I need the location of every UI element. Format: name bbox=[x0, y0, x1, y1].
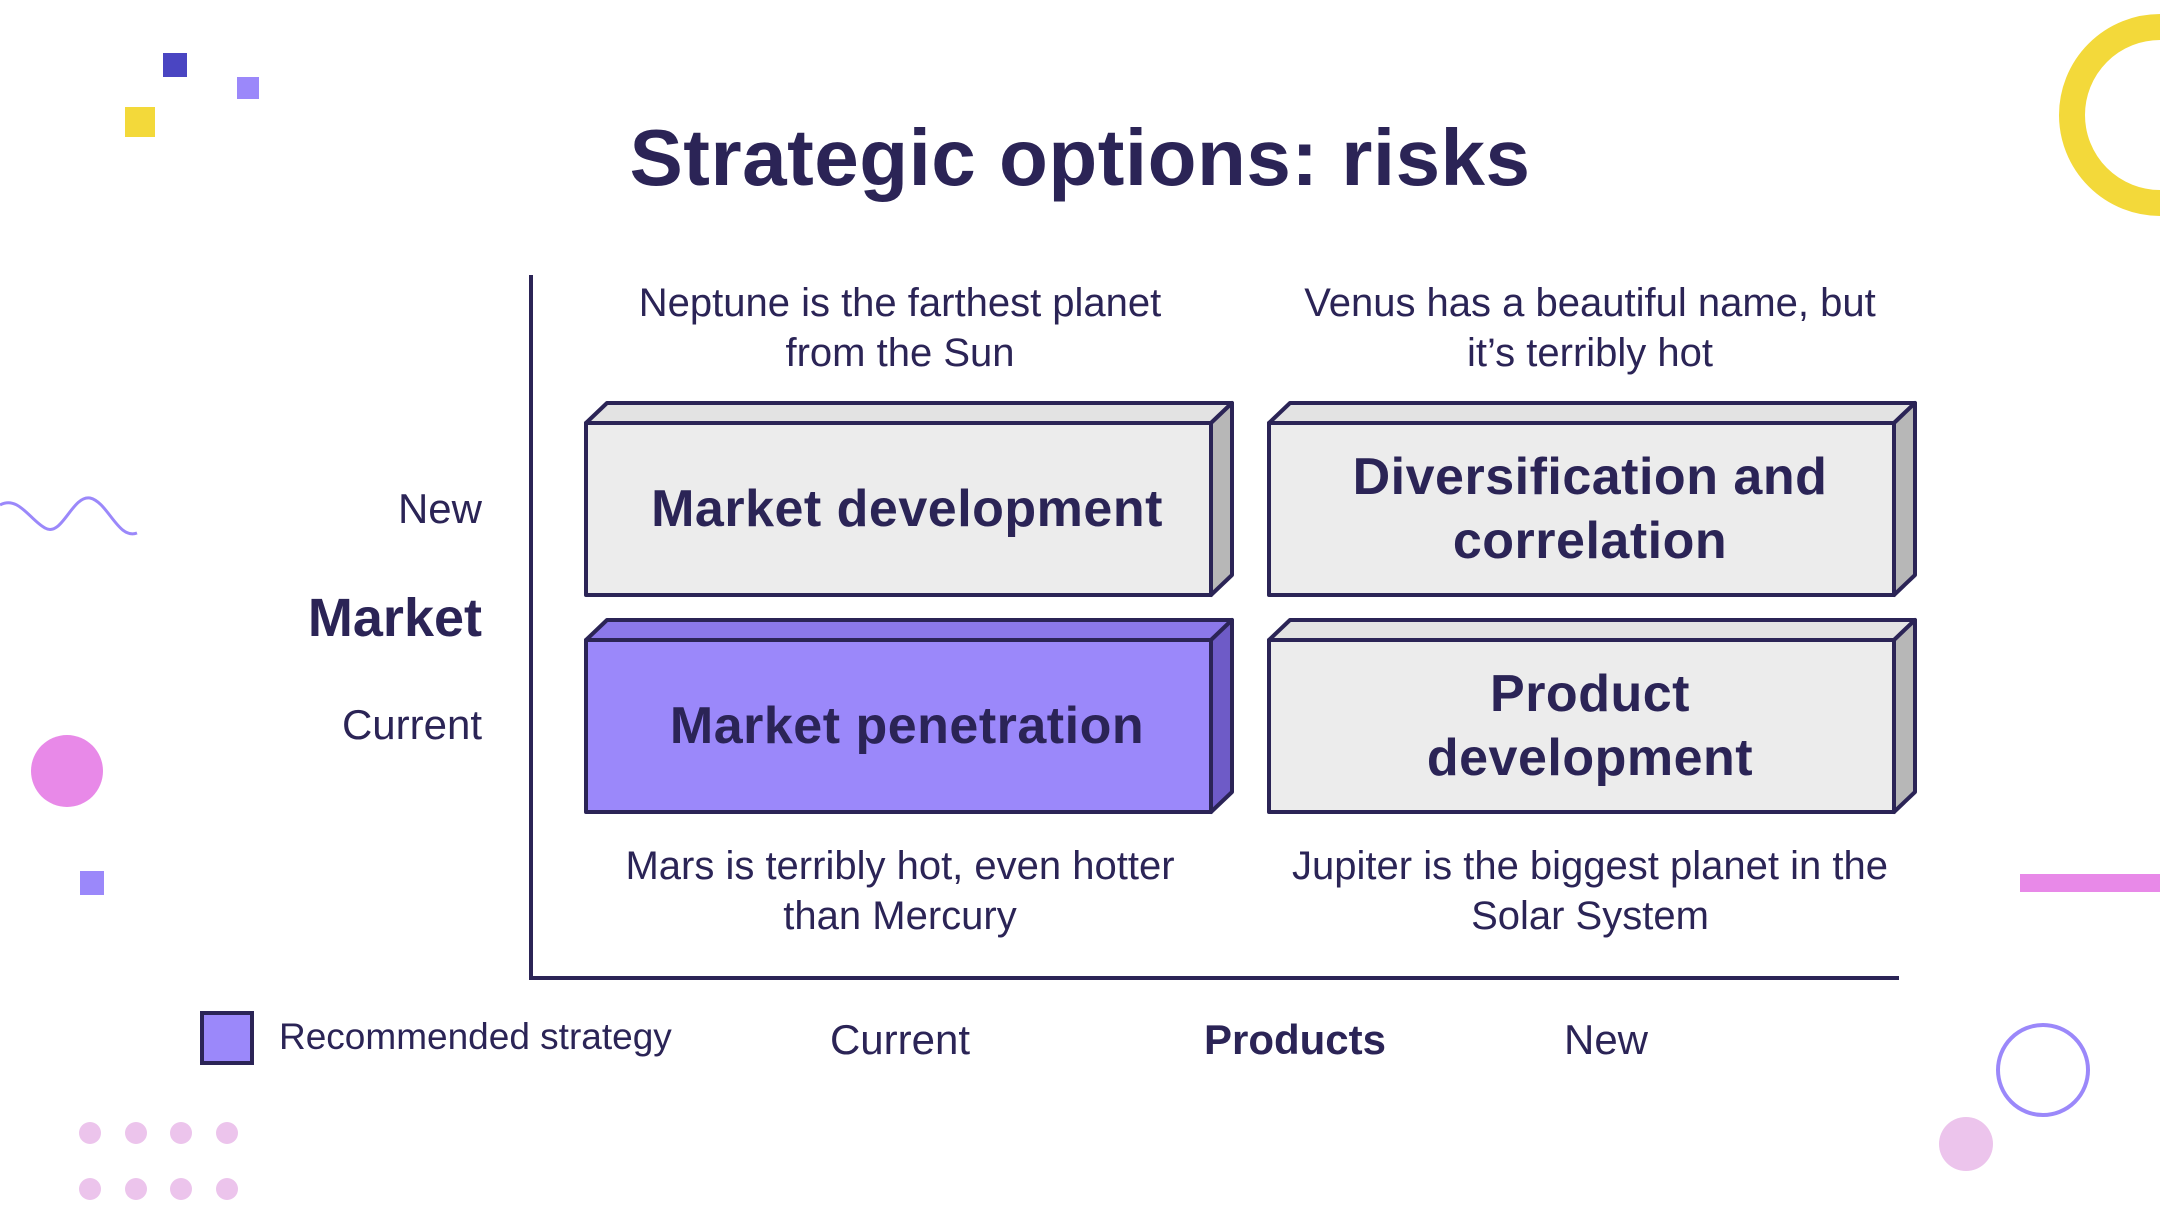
box-market-penetration bbox=[584, 618, 1234, 814]
legend-label: Recommended strategy bbox=[279, 1016, 672, 1057]
box-product-development bbox=[1267, 618, 1917, 814]
quadrant-label-top-left: Market development bbox=[651, 480, 1163, 538]
description-top-left: Neptune is the farthest planet from the … bbox=[638, 281, 1162, 375]
description-bottom-right: Jupiter is the biggest planet in the Sol… bbox=[1292, 844, 1888, 938]
deco-ring-violet bbox=[1996, 1023, 2090, 1117]
deco-square-yellow bbox=[125, 107, 155, 137]
deco-square-indigo bbox=[163, 53, 187, 77]
deco-square-violet bbox=[237, 77, 259, 99]
deco-wave bbox=[0, 496, 138, 536]
x-axis-right-label: New bbox=[1563, 1016, 1649, 1063]
description-top-right: Venus has a beautiful name, but it’s ter… bbox=[1304, 281, 1876, 375]
box-market-development bbox=[584, 401, 1234, 597]
quadrant-label-bottom-right: Product development bbox=[1426, 665, 1754, 787]
y-axis-bottom-label: Current bbox=[341, 701, 482, 748]
deco-bar-pink bbox=[2020, 874, 2160, 892]
box-diversification bbox=[1267, 401, 1917, 597]
x-axis-line bbox=[529, 976, 1899, 980]
description-bottom-left: Mars is terribly hot, even hotter than M… bbox=[625, 844, 1175, 938]
deco-dot-pink bbox=[31, 735, 103, 807]
slide-title: Strategic options: risks bbox=[629, 113, 1531, 202]
x-axis-left-label: Current bbox=[829, 1016, 971, 1063]
quadrant-label-bottom-left: Market penetration bbox=[669, 697, 1145, 755]
deco-dot-grid bbox=[79, 1122, 238, 1200]
legend-swatch bbox=[200, 1011, 254, 1065]
y-axis-title: Market bbox=[307, 588, 482, 648]
y-axis-line bbox=[529, 275, 533, 980]
deco-dot-light-pink bbox=[1939, 1117, 1993, 1171]
quadrant-label-top-right: Diversification and correlation bbox=[1352, 448, 1828, 570]
deco-ring-yellow bbox=[2059, 14, 2160, 216]
y-axis-top-label: New bbox=[397, 485, 482, 532]
deco-square-small-violet bbox=[80, 871, 104, 895]
x-axis-title: Products bbox=[1203, 1016, 1387, 1063]
